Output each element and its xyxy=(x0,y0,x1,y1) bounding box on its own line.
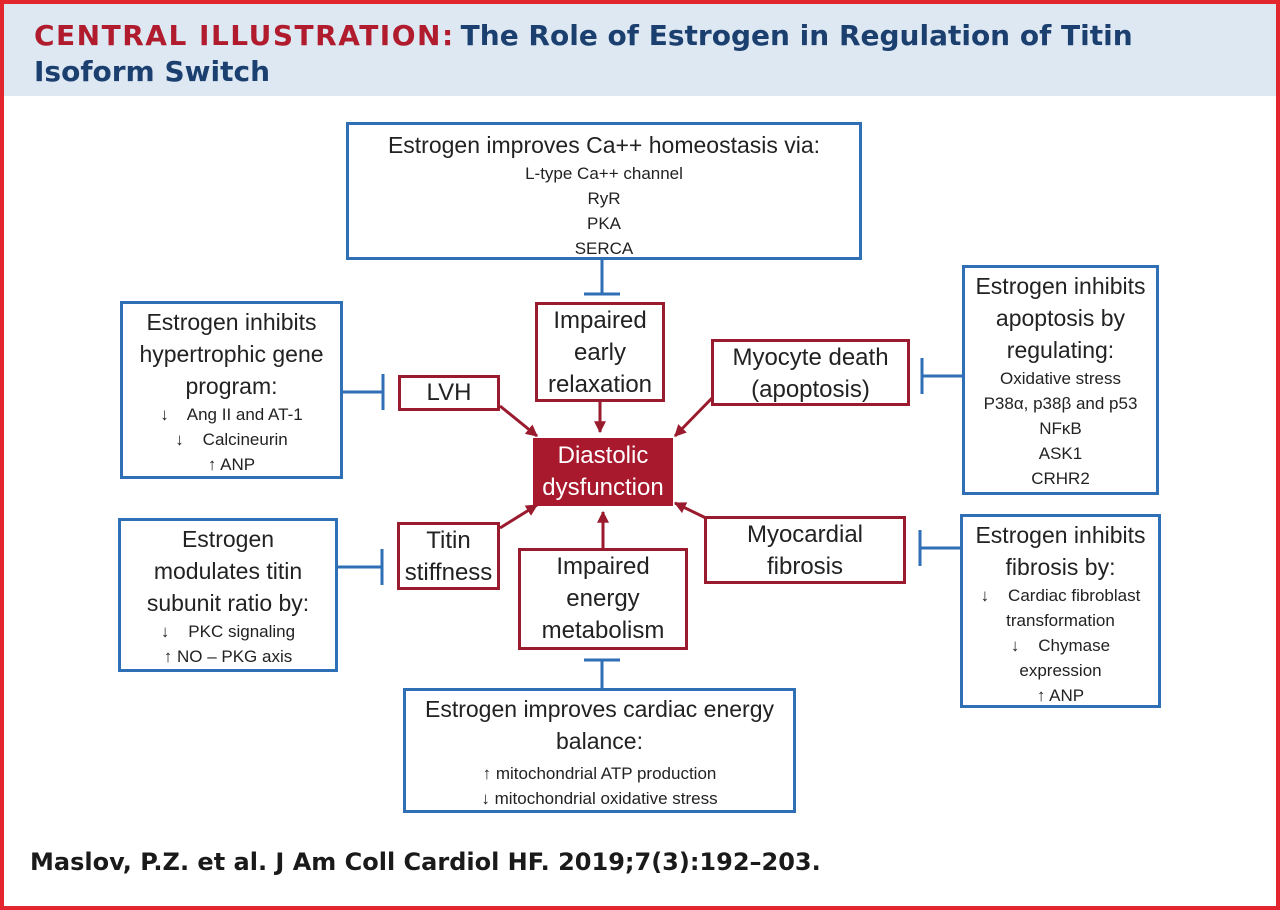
arrow-titin-to-center xyxy=(499,503,539,530)
hypertrophic-heading: Estrogen inhibits xyxy=(146,309,317,335)
arrow-myocyte-to-center xyxy=(673,393,717,438)
titin-ratio-box: Estrogen modulates titin subunit ratio b… xyxy=(118,518,338,672)
lvh-box: LVH xyxy=(398,375,500,411)
titin-ratio-heading: Estrogen xyxy=(181,526,275,552)
ca-item: PKA xyxy=(586,214,622,233)
impaired-relaxation-label: Impaired xyxy=(553,307,647,334)
apoptosis-item: P38α, p38β and p53 xyxy=(983,394,1138,413)
titin-stiffness-label: Titin xyxy=(426,527,471,554)
myocardial-fibrosis-label: fibrosis xyxy=(766,553,844,580)
myocardial-fibrosis-box: Myocardial fibrosis xyxy=(704,516,906,584)
lvh-label: LVH xyxy=(426,379,472,406)
fibrosis-inhibit-item: expression xyxy=(1019,661,1102,680)
hypertrophic-heading: hypertrophic gene xyxy=(139,341,324,367)
ca-item: RyR xyxy=(587,189,621,208)
titin-stiffness-label: stiffness xyxy=(404,559,493,586)
titin-stiffness-box: Titin stiffness xyxy=(397,522,500,590)
energy-balance-item: ↑ mitochondrial ATP production xyxy=(482,764,717,783)
apoptosis-heading: Estrogen inhibits xyxy=(975,273,1146,299)
fibrosis-inhibit-item: transformation xyxy=(1006,611,1115,630)
apoptosis-box: Estrogen inhibits apoptosis by regulatin… xyxy=(962,265,1159,495)
figure-title: CENTRAL ILLUSTRATION:The Role of Estroge… xyxy=(34,18,1254,90)
citation: Maslov, P.Z. et al. J Am Coll Cardiol HF… xyxy=(30,848,821,876)
hypertrophic-item: ↓ Ang II and AT-1 xyxy=(160,405,303,424)
myocardial-fibrosis-label: Myocardial xyxy=(746,521,864,548)
impaired-relaxation-label: relaxation xyxy=(547,371,653,398)
apoptosis-heading: apoptosis by xyxy=(995,305,1126,331)
energy-balance-heading: balance: xyxy=(556,728,643,754)
impaired-energy-label: metabolism xyxy=(541,617,665,644)
diastolic-dysfunction-label: Diastolic xyxy=(557,442,649,469)
myocyte-death-box: Myocyte death (apoptosis) xyxy=(711,339,910,406)
inhibit-apoptosis-to-myocyte xyxy=(920,358,962,394)
title-kicker: CENTRAL ILLUSTRATION: xyxy=(34,19,455,52)
diastolic-dysfunction-box: Diastolic dysfunction xyxy=(533,438,673,506)
impaired-energy-label: energy xyxy=(566,585,640,612)
fibrosis-inhibit-heading: Estrogen inhibits xyxy=(975,522,1146,548)
apoptosis-heading: regulating: xyxy=(1006,337,1115,363)
titin-ratio-heading: subunit ratio by: xyxy=(146,590,310,616)
myocyte-death-label: Myocyte death xyxy=(732,344,889,371)
ca-item: L-type Ca++ channel xyxy=(525,164,683,183)
diastolic-dysfunction-label: dysfunction xyxy=(542,474,664,501)
inhibit-titin-box-to-stiffness xyxy=(338,549,384,585)
inhibit-fibrosis-box-to-fibrosis xyxy=(918,530,960,566)
fibrosis-inhibit-box: Estrogen inhibits fibrosis by: ↓ Cardiac… xyxy=(960,514,1161,708)
inhibit-energy-box-to-metabolism xyxy=(584,658,620,688)
fibrosis-inhibit-heading: fibrosis by: xyxy=(1005,554,1116,580)
hypertrophic-heading: program: xyxy=(185,373,278,399)
impaired-energy-box: Impaired energy metabolism xyxy=(518,548,688,650)
energy-balance-item: ↓ mitochondrial oxidative stress xyxy=(481,789,718,808)
figure-header: CENTRAL ILLUSTRATION:The Role of Estroge… xyxy=(4,4,1276,96)
apoptosis-item: ASK1 xyxy=(1038,444,1083,463)
ca-item: SERCA xyxy=(574,239,634,258)
ca-heading: Estrogen improves Ca++ homeostasis via: xyxy=(387,132,821,158)
inhibit-hypertrophic-to-lvh xyxy=(343,374,385,410)
impaired-energy-label: Impaired xyxy=(556,553,650,580)
ca-homeostasis-box: Estrogen improves Ca++ homeostasis via: … xyxy=(346,122,862,260)
arrow-lvh-to-center xyxy=(499,404,538,438)
title-text: The Role of Estrogen in Regulation of Ti… xyxy=(34,19,1133,88)
inhibit-ca-to-relaxation xyxy=(584,260,620,296)
energy-balance-box: Estrogen improves cardiac energy balance… xyxy=(403,688,796,813)
hypertrophic-box: Estrogen inhibits hypertrophic gene prog… xyxy=(120,301,343,479)
hypertrophic-item: ↓ Calcineurin xyxy=(175,430,288,449)
fibrosis-inhibit-item: ↓ Cardiac fibroblast xyxy=(980,586,1141,605)
myocyte-death-label: (apoptosis) xyxy=(751,376,870,403)
apoptosis-item: Oxidative stress xyxy=(1000,369,1121,388)
hypertrophic-item: ↑ ANP xyxy=(207,455,256,474)
apoptosis-item: NFκB xyxy=(1039,419,1082,438)
fibrosis-inhibit-item: ↓ Chymase xyxy=(1010,636,1111,655)
apoptosis-item: CRHR2 xyxy=(1031,469,1090,488)
impaired-relaxation-box: Impaired early relaxation xyxy=(535,302,665,402)
energy-balance-heading: Estrogen improves cardiac energy xyxy=(425,696,774,722)
impaired-relaxation-label: early xyxy=(573,339,627,366)
titin-ratio-item: ↑ NO – PKG axis xyxy=(163,647,293,666)
titin-ratio-heading: modulates titin xyxy=(153,558,303,584)
fibrosis-inhibit-item: ↑ ANP xyxy=(1036,686,1085,705)
titin-ratio-item: ↓ PKC signaling xyxy=(160,622,296,641)
